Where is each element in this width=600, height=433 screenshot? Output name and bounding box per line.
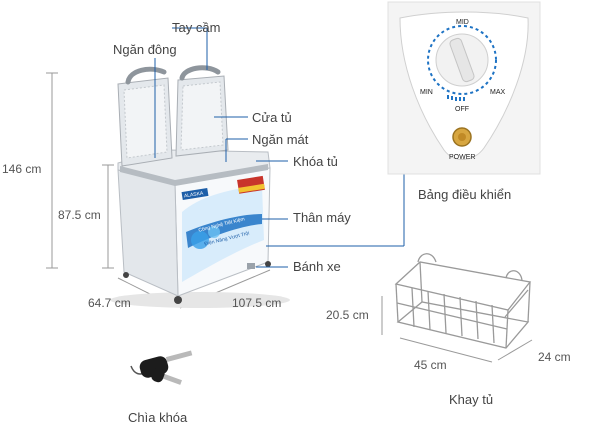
dim-total-height: 146 cm <box>2 162 42 176</box>
dim-width: 107.5 cm <box>232 296 282 310</box>
label-cooler: Ngăn mát <box>252 132 309 147</box>
dim-basket-length: 45 cm <box>414 358 447 372</box>
dim-body-height: 87.5 cm <box>58 208 101 222</box>
panel-power-label: POWER <box>449 154 476 161</box>
label-freezer: Ngăn đông <box>113 42 177 57</box>
callout-lines <box>154 27 405 268</box>
label-door: Cửa tủ <box>252 110 292 125</box>
dimension-lines <box>46 72 533 363</box>
label-wheel: Bánh xe <box>293 259 341 274</box>
freezer-illustration <box>110 65 290 308</box>
label-key: Chìa khóa <box>128 410 188 425</box>
dim-depth: 64.7 cm <box>88 296 131 310</box>
panel-mid-label: MID <box>456 19 469 26</box>
label-handle: Tay cầm <box>172 20 221 35</box>
label-body: Thân máy <box>293 210 351 225</box>
fridge-brand: ALASKA <box>183 190 204 200</box>
basket-illustration <box>394 253 532 349</box>
label-lock: Khóa tủ <box>293 154 338 169</box>
panel-min-label: MIN <box>420 89 433 96</box>
key-illustration <box>130 350 193 385</box>
label-control-panel: Bảng điều khiển <box>418 187 512 202</box>
panel-off-label: OFF <box>455 106 469 113</box>
control-panel-illustration <box>387 1 541 175</box>
panel-max-label: MAX <box>490 89 506 96</box>
label-basket: Khay tủ <box>449 392 494 407</box>
dim-basket-height: 20.5 cm <box>326 308 369 322</box>
dim-basket-depth: 24 cm <box>538 350 571 364</box>
